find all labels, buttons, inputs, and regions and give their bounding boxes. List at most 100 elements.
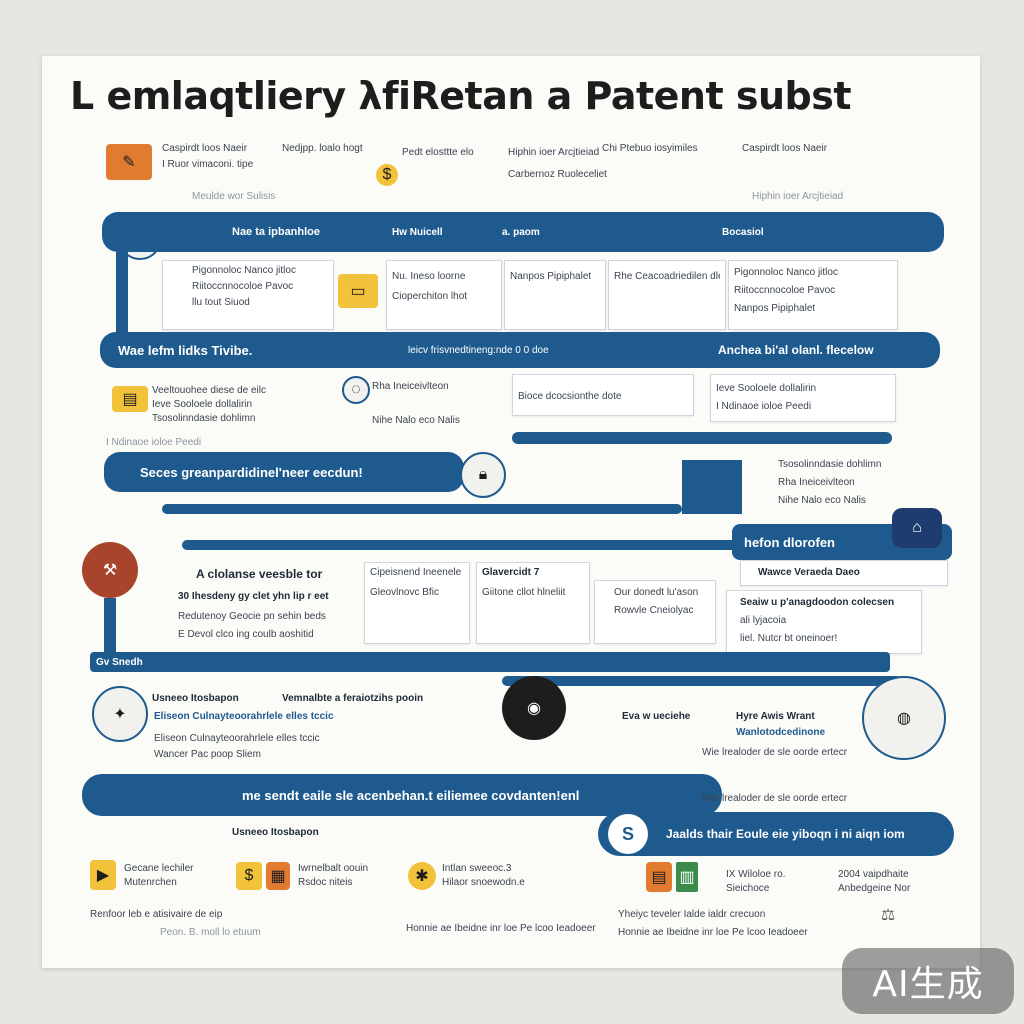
text-snippet: Caspirdt loos Naeir [162, 143, 248, 154]
text-snippet: Ieve Sooloele dollalirin [716, 383, 817, 394]
connector-rail [502, 676, 902, 686]
info-card [476, 562, 590, 644]
document-icon: ▶ [90, 860, 116, 890]
text-snippet: Seaiw u p'anagdoodon colecsen [740, 597, 895, 608]
text-snippet: Rha Ineiceivlteon [778, 477, 855, 488]
text-snippet: Rowvle Cneiolyac [614, 605, 694, 616]
document-icon: ▦ [266, 862, 290, 890]
text-snippet: Redutenoy Geocie pn sehin beds [178, 611, 326, 622]
text-snippet: Wawce Veraeda Daeo [758, 567, 860, 578]
text-snippet: Glavercidt 7 [482, 567, 540, 578]
lightbulb-icon: ✱ [408, 862, 436, 890]
text-snippet: Nanpos Pipiphalet [734, 303, 816, 314]
text-snippet: Wanlotodcedinone [736, 727, 826, 738]
dollar-icon: S [608, 814, 648, 854]
info-card [512, 374, 694, 416]
text-snippet: 2004 vaipdhaite [838, 869, 909, 880]
text-snippet: Honnie ae Ibeidne inr loe Pe lcoo Ieadoe… [406, 923, 596, 934]
section-band-1: Nae ta ipbanhloe Hw Nuicell a. paom Boca… [102, 212, 944, 252]
connector-rail [512, 432, 892, 444]
text-snippet: Wie lrealoder de sle oorde ertecr [702, 747, 848, 758]
band-label: Gv Snedh [96, 656, 143, 668]
text-snippet: Vemnalbte a feraiotzihs pooin [282, 693, 424, 704]
band-label: me sendt eaile sle acenbehan.t eiliemee … [242, 787, 580, 803]
band-label: Seces greanpardidinel'neer eecdun! [140, 464, 363, 480]
infographic-sheet: L emlaqtliery λfiRetan a Patent subst ✎ … [42, 56, 980, 968]
coin-icon: $ [236, 862, 262, 890]
text-snippet: Yheiyc teveler Ialde ialdr crecuon [618, 909, 766, 920]
text-snippet: Honnie ae Ibeidne inr loe Pe lcoo Ieadoe… [618, 927, 808, 938]
text-snippet: Tsosolinndasie dohlimn [778, 459, 882, 470]
info-card [594, 580, 716, 644]
text-snippet: ali lyjacoia [740, 615, 787, 626]
band-label: Anchea bi'al olanl. flecelow [718, 343, 874, 357]
text-snippet: Tsosolinndasie dohlimn [152, 413, 256, 424]
text-snippet: Pigonnoloc Nanco jitloc [192, 265, 296, 276]
text-snippet: Giitone cllot hlneliit [482, 587, 566, 598]
page-title: L emlaqtliery λfiRetan a Patent subst [70, 74, 852, 118]
text-snippet: Hiphin ioer Arcjtieiad [752, 191, 844, 202]
connector-rail [682, 460, 742, 514]
text-snippet: Pedt elosttte elo [402, 147, 474, 158]
info-card [386, 260, 502, 330]
info-card [608, 260, 726, 330]
text-snippet: llu tout Siuod [192, 297, 250, 308]
text-snippet: Iwrnelbalt oouin [298, 863, 369, 874]
band-label: a. paom [502, 226, 540, 238]
text-snippet: E Devol clco ing coulb aoshitid [178, 629, 314, 640]
info-card [726, 590, 922, 654]
text-snippet: IX Wiloloe ro. [726, 869, 786, 880]
text-snippet: Usneeo Itosbapon [232, 827, 319, 838]
document-icon: ▭ [338, 274, 378, 308]
lock-icon: 🔒︎ [460, 452, 506, 498]
text-snippet: Eliseon Culnayteoorahrlele elles tccic [154, 733, 320, 744]
text-snippet: Hyre Awis Wrant [736, 711, 815, 722]
text-snippet: Usneeo Itosbapon [152, 693, 239, 704]
text-snippet: Nihe Nalo eco Nalis [778, 495, 866, 506]
document-icon: ▤ [112, 386, 148, 412]
info-card [740, 560, 948, 586]
section-band-7: S Jaalds thair Eoule eie yiboqn i ni aiq… [598, 812, 954, 856]
section-band-6: me sendt eaile sle acenbehan.t eiliemee … [82, 774, 722, 816]
text-snippet: Peon. B. moll lo etuum [160, 927, 261, 938]
text-snippet: Caspirdt loos Naeir [742, 143, 828, 154]
text-snippet: Riitoccnnocoloe Pavoc [734, 285, 836, 296]
info-card [728, 260, 898, 330]
text-snippet: Wie lrealoder de sle oorde ertecr [702, 793, 848, 804]
text-snippet: Meulde wor Sulisis [192, 191, 276, 202]
connector-rail [162, 504, 682, 514]
text-snippet: Chi Ptebuo iosyimiles [602, 143, 698, 154]
band-label: Hw Nuicell [392, 226, 443, 238]
gavel-icon: ⚖ [880, 907, 896, 924]
connector-rail [182, 540, 782, 550]
text-snippet: I Ruor vimaconi. tipe [162, 159, 254, 170]
band-label: Wae lefm lidks Tivibe. [118, 342, 253, 358]
band-label: hefon dlorofen [744, 534, 835, 550]
text-snippet: Gleovlnovc Bfic [370, 587, 439, 598]
text-snippet: Intlan sweeoc.3 [442, 863, 512, 874]
text-snippet: Ieve Sooloele dollalirin [152, 399, 253, 410]
text-snippet: I Ndinaoe ioloe Peedi [106, 437, 202, 448]
text-snippet: Mutenrchen [124, 877, 177, 888]
text-snippet: Cioperchiton lhot [392, 291, 468, 302]
text-snippet: Riitoccnnocoloe Pavoc [192, 281, 294, 292]
band-label: leicv frisvnedtineng:nde 0 0 doe [408, 344, 549, 356]
text-snippet: Rha Ineiceivlteon [372, 381, 449, 392]
section-band-5: Gv Snedh [90, 652, 890, 672]
coin-icon: $ [376, 164, 398, 186]
text-snippet: Wancer Pac poop Sliem [154, 749, 261, 760]
text-snippet: Eva w ueciehe [622, 711, 691, 722]
text-snippet: Renfoor leb e atisivaire de eip [90, 909, 223, 920]
text-snippet: Bioce dcocsionthe dote [518, 391, 622, 402]
document-icon: ▤ [646, 862, 672, 892]
mouse-icon: ⌂ [892, 508, 942, 548]
band-label: Bocasiol [722, 226, 764, 238]
text-snippet: Hilaor snoewodn.e [442, 877, 525, 888]
text-snippet: Nedjpp. loalo hogt [282, 143, 363, 154]
lightbulb-icon: ◌ [342, 376, 370, 404]
text-snippet: Sieichoce [726, 883, 770, 894]
lightbulb-icon: ✦ [92, 686, 148, 742]
text-snippet: 30 Ihesdeny gy clet yhn lip r eet [178, 591, 329, 602]
text-snippet: Cipeisnend Ineenele [370, 567, 462, 578]
text-snippet: Veeltouohee diese de eilc [152, 385, 266, 396]
